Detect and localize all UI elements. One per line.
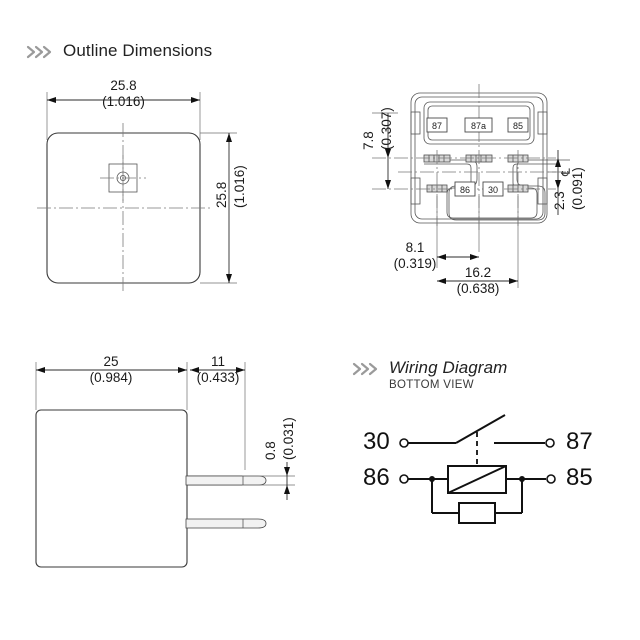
terminal-label-87a: 87a: [464, 117, 493, 133]
terminal-node-86: [399, 474, 409, 484]
wiring-diagram-heading: Wiring Diagram: [352, 358, 507, 378]
terminal-label-87a-text: 87a: [471, 121, 486, 131]
terminal-label-85: 85: [507, 117, 529, 133]
bottom-view-outer-dimension: 16.2 (0.638): [456, 265, 500, 296]
bottom-view-inner-dimension: 8.1 (0.319): [393, 240, 437, 271]
switch-contact-arm: [455, 414, 506, 444]
top-view-width-dimension: 25.8 (1.016): [102, 78, 145, 109]
terminal-blade-lower: [185, 518, 267, 529]
terminal-label-30-text: 30: [488, 185, 498, 195]
terminal-node-85: [546, 474, 556, 484]
side-view-pin-length-dimension: 11 (0.433): [196, 354, 240, 385]
side-view-body-width-dimension: 25 (0.984): [89, 354, 133, 385]
triple-chevron-right-icon: [26, 45, 52, 59]
terminal-label-86-text: 86: [460, 185, 470, 195]
terminal-label-85-text: 85: [513, 121, 523, 131]
outline-dimensions-title: Outline Dimensions: [63, 41, 213, 60]
terminal-label-87: 87: [426, 117, 448, 133]
wiring-label-86: 86: [363, 464, 390, 491]
triple-chevron-right-icon: [352, 362, 378, 376]
terminal-label-30: 30: [482, 181, 504, 197]
outline-dimensions-heading: Outline Dimensions: [26, 41, 212, 61]
terminal-label-87-text: 87: [432, 121, 442, 131]
center-rivet-mark: [100, 155, 146, 201]
wiring-label-87: 87: [566, 428, 593, 455]
terminal-blade-upper: [185, 475, 267, 486]
wiring-label-30: 30: [363, 428, 390, 455]
wiring-diagram-subtitle: BOTTOM VIEW: [389, 379, 474, 391]
resistor: [458, 502, 496, 524]
terminal-node-87: [545, 438, 555, 448]
wiring-diagram-title: Wiring Diagram: [389, 358, 508, 377]
terminal-label-86: 86: [454, 181, 476, 197]
wiring-label-85: 85: [566, 464, 593, 491]
terminal-node-30: [399, 438, 409, 448]
